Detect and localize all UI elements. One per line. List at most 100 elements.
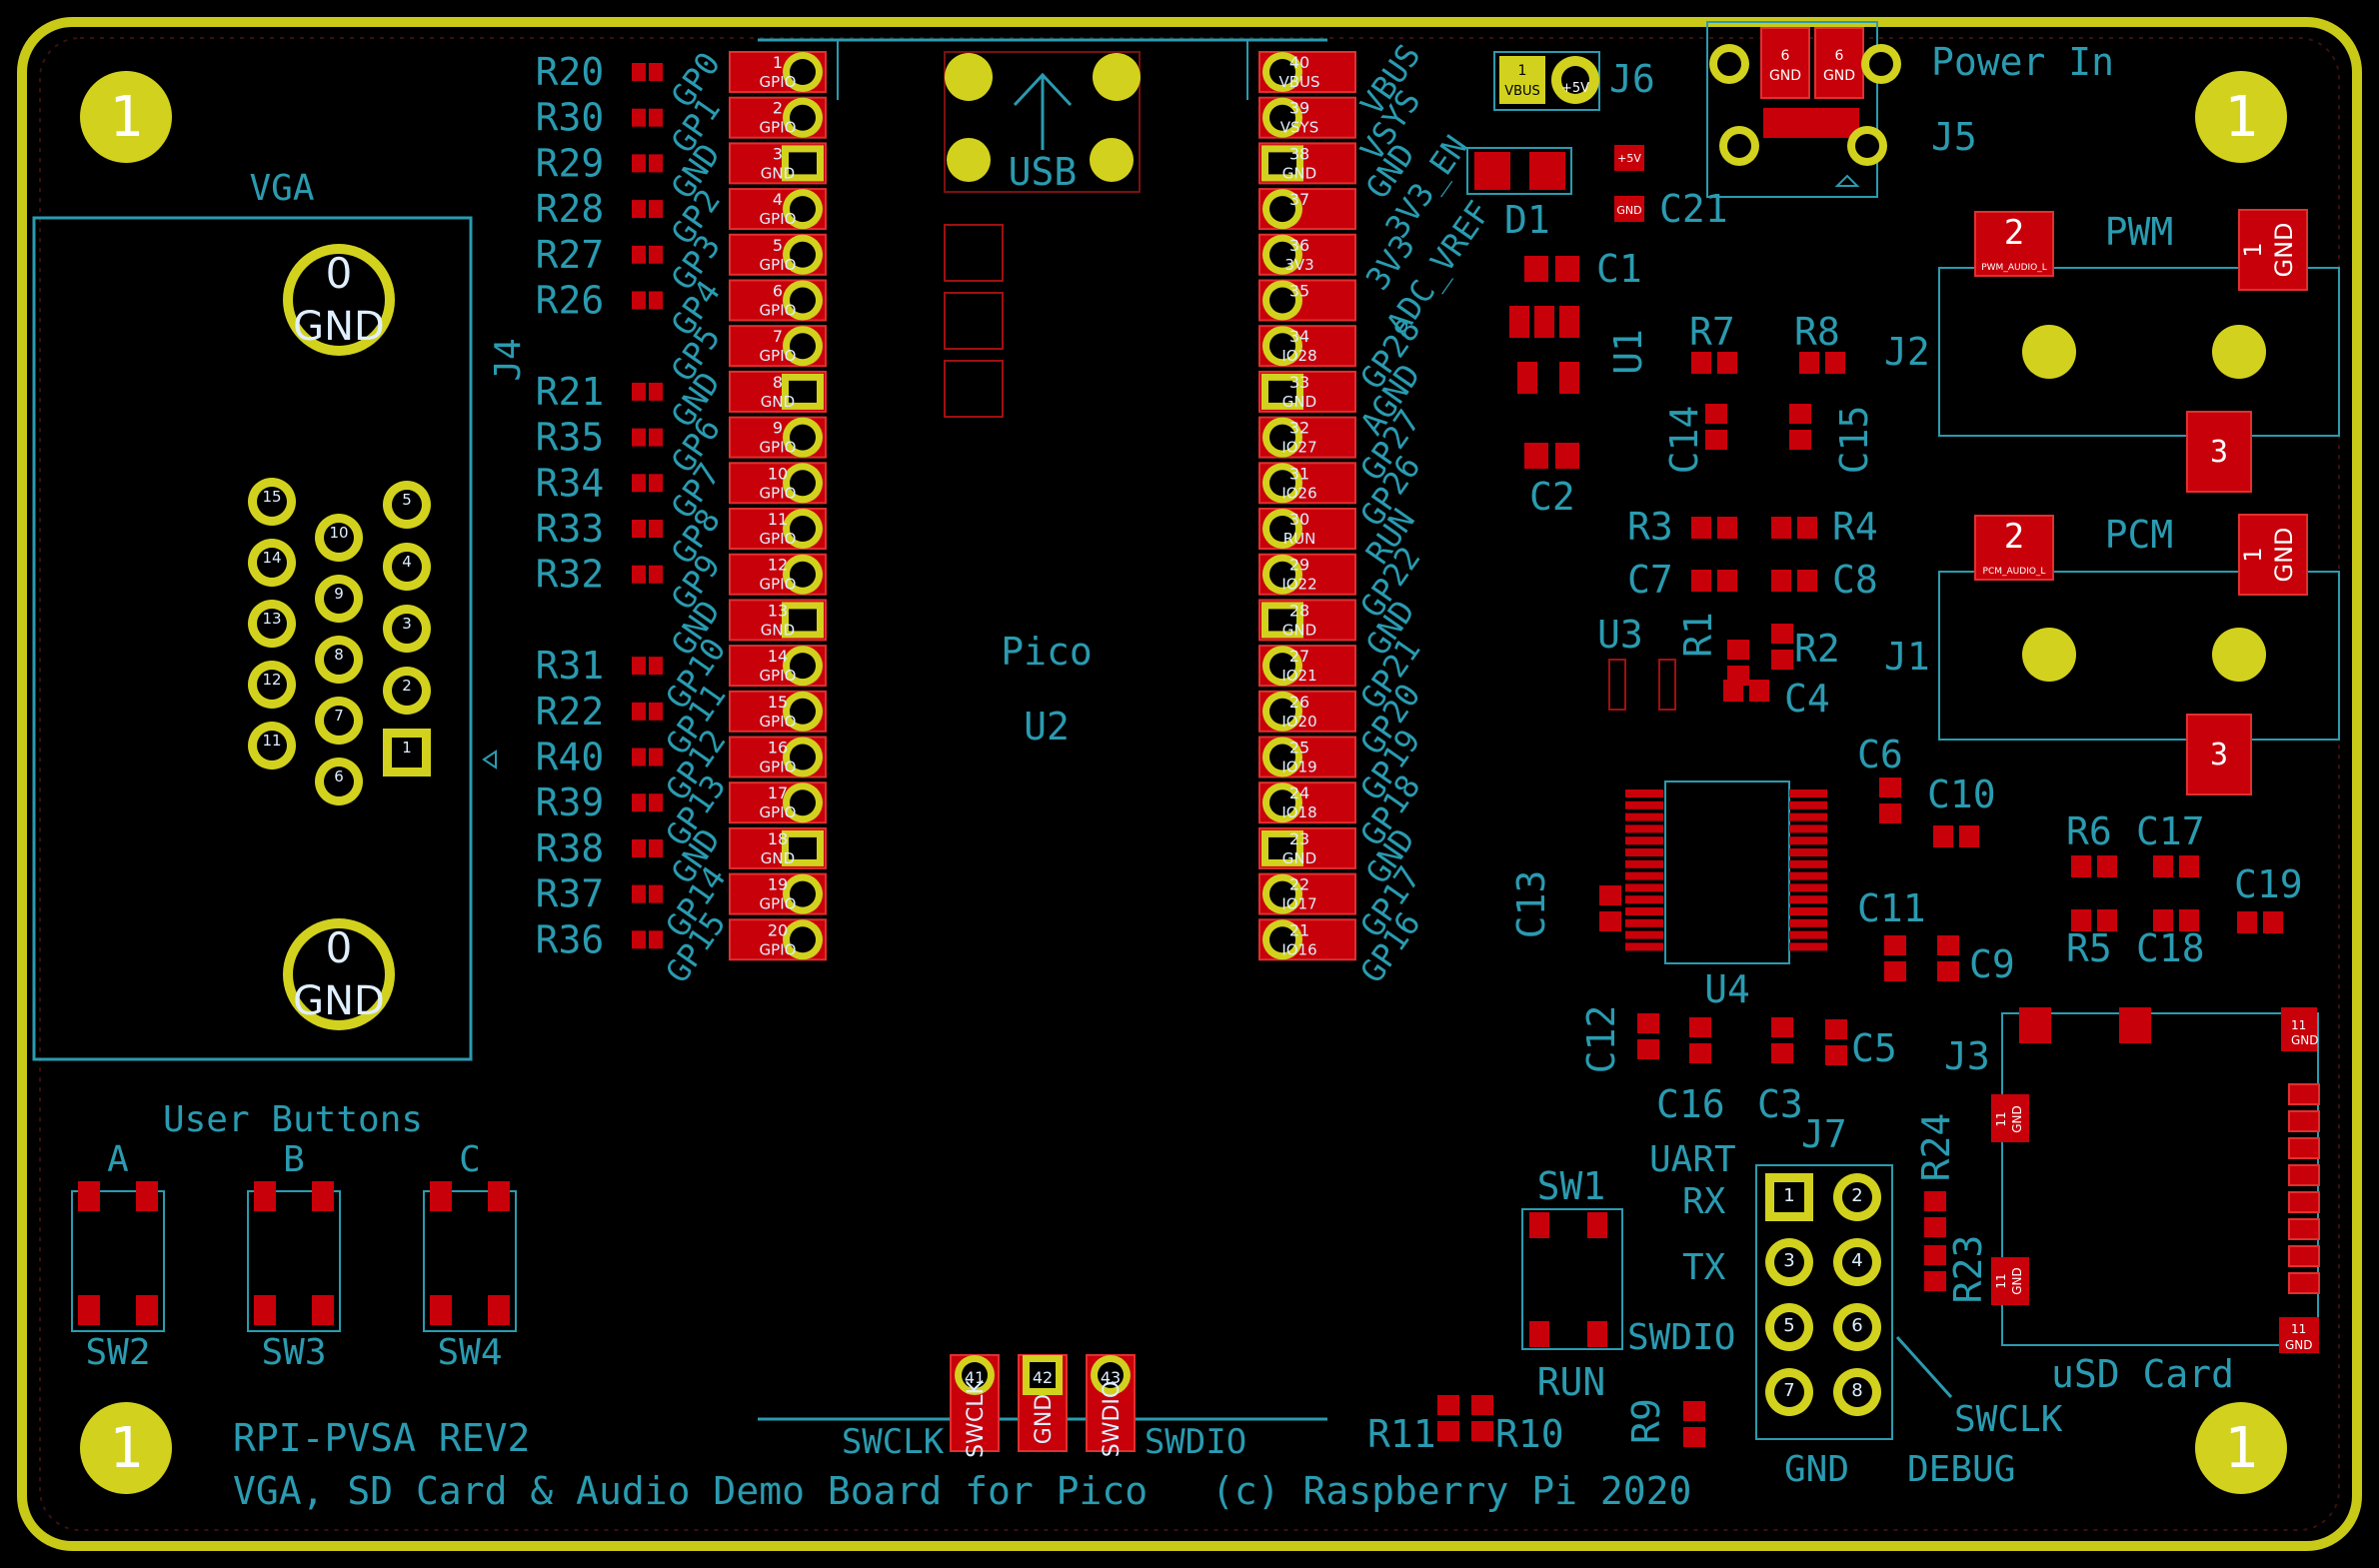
pth-hole	[790, 287, 816, 314]
svg-text:1: 1	[2224, 85, 2258, 150]
component-c9: C9	[1937, 935, 2015, 986]
ref-label: R5	[2066, 926, 2112, 970]
outline	[71, 1190, 165, 1332]
vga-pin-10: 10	[315, 514, 363, 562]
pth-hole	[790, 926, 816, 953]
pad-text: GPIO	[760, 73, 797, 91]
usb-label: USB	[1009, 150, 1078, 194]
svg-text:GND: GND	[293, 304, 385, 350]
reset-button[interactable]: SW1 RUN	[1521, 1164, 1623, 1404]
svg-text:1: 1	[109, 1416, 143, 1481]
svg-text:PCM: PCM	[2105, 513, 2174, 557]
pth-hole	[324, 584, 354, 614]
pin-number: 4	[1851, 1250, 1862, 1271]
pin-number: 11	[768, 510, 788, 529]
pth-hole	[1842, 1182, 1872, 1212]
pth-hole	[392, 614, 422, 644]
pth-hole	[392, 738, 422, 768]
pth-hole	[790, 744, 816, 771]
pad	[136, 1181, 158, 1211]
u4-pad	[1625, 895, 1663, 904]
component-c18: C18	[2136, 909, 2205, 970]
pin-label: GND	[1032, 1394, 1057, 1444]
pth-hole	[1098, 1362, 1124, 1388]
pin-number: 3	[773, 144, 783, 163]
pin-number: 35	[1289, 282, 1309, 301]
pad-text: IO17	[1281, 895, 1316, 913]
pad	[1789, 430, 1811, 450]
pin-number: 20	[768, 920, 788, 939]
ref-label: C15	[1832, 406, 1876, 475]
pad-text: GPIO	[760, 576, 797, 594]
pth-hole	[790, 516, 816, 542]
ref-label: R1	[1676, 612, 1720, 658]
pad	[1771, 1017, 1793, 1037]
pad	[1879, 778, 1901, 797]
pad	[488, 1181, 510, 1211]
pad-text: GPIO	[760, 119, 797, 137]
pin-number: 43	[1101, 1368, 1121, 1387]
resistor-pad	[632, 108, 646, 127]
resistor-pad	[649, 520, 663, 538]
pad	[78, 1181, 100, 1211]
pin-number: 6	[1851, 1315, 1862, 1336]
vga-ref: J4	[488, 338, 529, 381]
pad	[2179, 855, 2199, 877]
pin-number: 1	[1783, 1185, 1794, 1206]
pin-number: 11	[262, 732, 281, 750]
vga-shield-bottom: 0 GND	[283, 918, 395, 1030]
pth-hole	[1268, 609, 1296, 632]
pin-number: 14	[768, 647, 788, 666]
svg-text:0: 0	[326, 249, 353, 298]
svg-text:RX: RX	[1682, 1181, 1726, 1222]
pad	[1937, 935, 1959, 955]
pin-number: 42	[1033, 1368, 1053, 1387]
pin-number: 10	[768, 464, 788, 483]
pad	[1637, 1039, 1659, 1059]
vga-pin-9: 9	[315, 575, 363, 623]
pin-number: 4	[773, 190, 783, 209]
button-ref: SW2	[85, 1332, 150, 1373]
pin-number: 9	[773, 419, 783, 438]
resistor-label: R36	[536, 917, 605, 961]
pad	[1723, 680, 1743, 702]
svg-text:J1: J1	[1884, 635, 1930, 679]
pad	[2071, 909, 2091, 931]
u4-pad	[1789, 836, 1827, 845]
pad-text: GND	[761, 849, 795, 867]
pad-text: GPIO	[760, 439, 797, 457]
pin-number: 38	[1289, 144, 1309, 163]
component-c19: C19	[2234, 862, 2303, 933]
pad	[1437, 1421, 1459, 1441]
board-subtitle: VGA, SD Card & Audio Demo Board for Pico	[233, 1469, 1148, 1513]
pin-number: 22	[1289, 875, 1309, 894]
mount-hole-bl: 1	[80, 1402, 172, 1494]
pin-number: 13	[262, 610, 281, 628]
resistor-pad	[632, 838, 646, 857]
user-buttons-title: User Buttons	[163, 1099, 423, 1140]
debug-pin-4: 4	[1833, 1238, 1881, 1286]
u4-pad	[1625, 859, 1663, 868]
u4-pad	[1789, 918, 1827, 927]
u4-pad	[1789, 812, 1827, 821]
svg-text:C21: C21	[1659, 187, 1728, 231]
pin-number: 36	[1289, 236, 1309, 255]
pin-number: 15	[262, 488, 281, 506]
ref-label: C7	[1627, 558, 1673, 602]
debug-pin-6: 6	[1833, 1303, 1881, 1351]
sd-pad	[2288, 1164, 2320, 1186]
vga-pin-1: 1	[383, 729, 431, 777]
pin-number: 40	[1289, 53, 1309, 72]
svg-text:GND: GND	[2291, 1033, 2319, 1047]
resistor-label: R22	[536, 690, 605, 734]
resistor-label: R35	[536, 416, 605, 460]
pad-text: 3V3	[1284, 256, 1313, 274]
board-copyright: (c) Raspberry Pi 2020	[1211, 1469, 1691, 1513]
pth-hole	[1269, 470, 1295, 497]
pth-hole	[790, 653, 816, 680]
